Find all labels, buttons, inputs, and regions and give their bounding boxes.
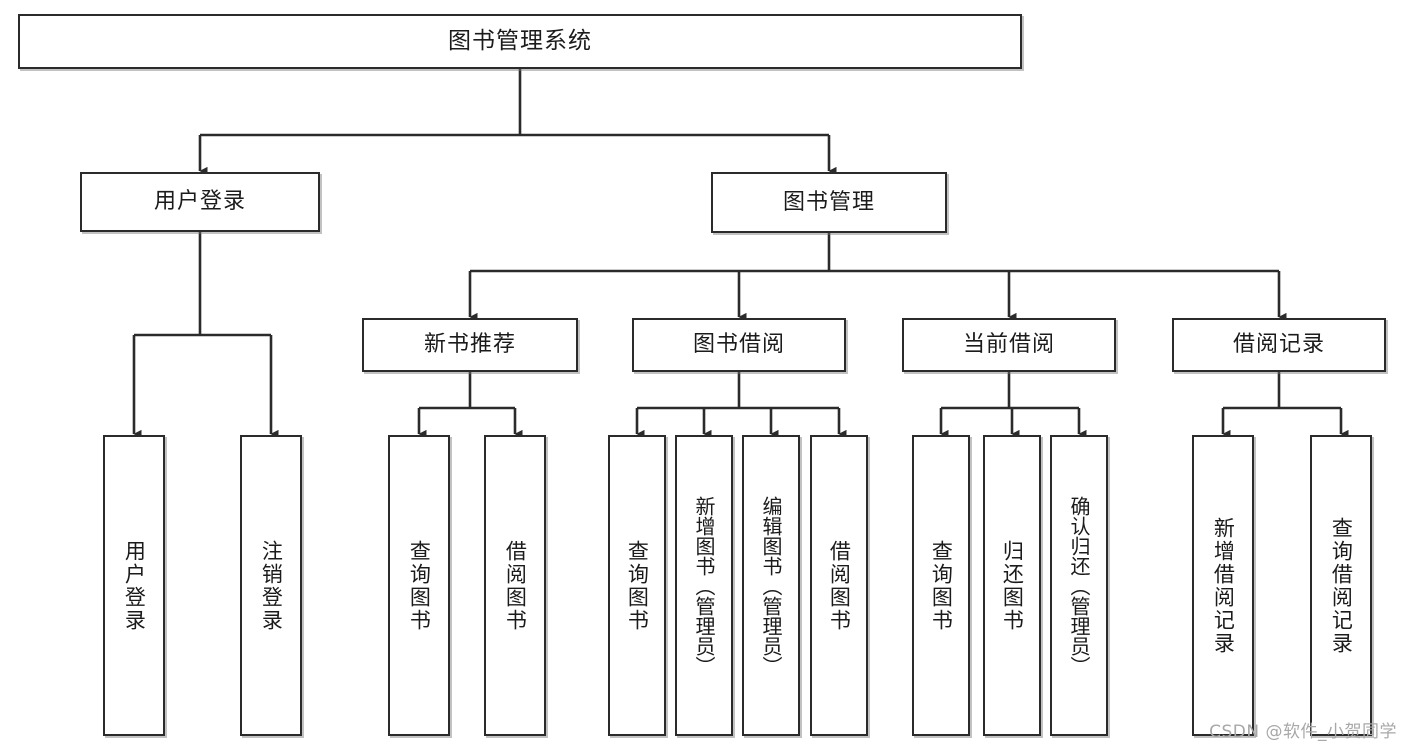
node-label: 查询图书: [407, 539, 432, 632]
node-book-borrow[interactable]: 图书借阅: [632, 318, 846, 372]
node-book-management[interactable]: 图书管理: [711, 172, 947, 233]
connector-group: [132, 69, 1349, 439]
node-l-add-record[interactable]: 新增借阅记录: [1192, 435, 1254, 736]
node-leaf-user-login[interactable]: 用户登录: [103, 435, 165, 736]
node-label: 借阅记录: [1232, 332, 1325, 357]
node-label: 查询借阅记录: [1329, 516, 1354, 655]
node-l-query-book-1[interactable]: 查询图书: [388, 435, 450, 736]
node-l-borrow-book-2[interactable]: 借阅图书: [810, 435, 868, 736]
node-current-borrow[interactable]: 当前借阅: [902, 318, 1116, 372]
node-label: 图书管理系统: [448, 28, 592, 54]
node-label: 编辑图书（管理员）: [759, 495, 783, 676]
node-l-edit-book[interactable]: 编辑图书（管理员）: [742, 435, 800, 736]
node-new-book-recommendation[interactable]: 新书推荐: [362, 318, 578, 372]
node-label: 借阅图书: [503, 539, 528, 632]
node-label: 当前借阅: [962, 332, 1055, 357]
node-l-query-record[interactable]: 查询借阅记录: [1310, 435, 1372, 736]
node-user-login[interactable]: 用户登录: [80, 172, 320, 232]
node-label: 图书借阅: [692, 332, 785, 357]
node-borrow-record[interactable]: 借阅记录: [1172, 318, 1386, 372]
node-l-query-book-3[interactable]: 查询图书: [912, 435, 970, 736]
node-label: 用户登录: [122, 539, 147, 632]
node-root-book-management-system[interactable]: 图书管理系统: [18, 14, 1022, 69]
node-label: 新增图书（管理员）: [692, 495, 716, 676]
node-l-borrow-book-1[interactable]: 借阅图书: [484, 435, 546, 736]
node-label: 用户登录: [153, 189, 246, 214]
node-label: 图书管理: [782, 189, 875, 215]
node-label: 借阅图书: [827, 539, 852, 632]
node-label: 新书推荐: [423, 332, 516, 357]
node-label: 确认归还（管理员）: [1067, 495, 1091, 676]
node-l-return-book[interactable]: 归还图书: [983, 435, 1041, 736]
node-leaf-logout[interactable]: 注销登录: [240, 435, 302, 736]
node-l-add-book[interactable]: 新增图书（管理员）: [675, 435, 733, 736]
node-label: 新增借阅记录: [1211, 516, 1236, 655]
node-label: 注销登录: [259, 539, 284, 632]
node-l-query-book-2[interactable]: 查询图书: [608, 435, 666, 736]
node-label: 归还图书: [1000, 539, 1025, 632]
node-l-confirm-return[interactable]: 确认归还（管理员）: [1050, 435, 1108, 736]
node-label: 查询图书: [929, 539, 954, 632]
node-label: 查询图书: [625, 539, 650, 632]
